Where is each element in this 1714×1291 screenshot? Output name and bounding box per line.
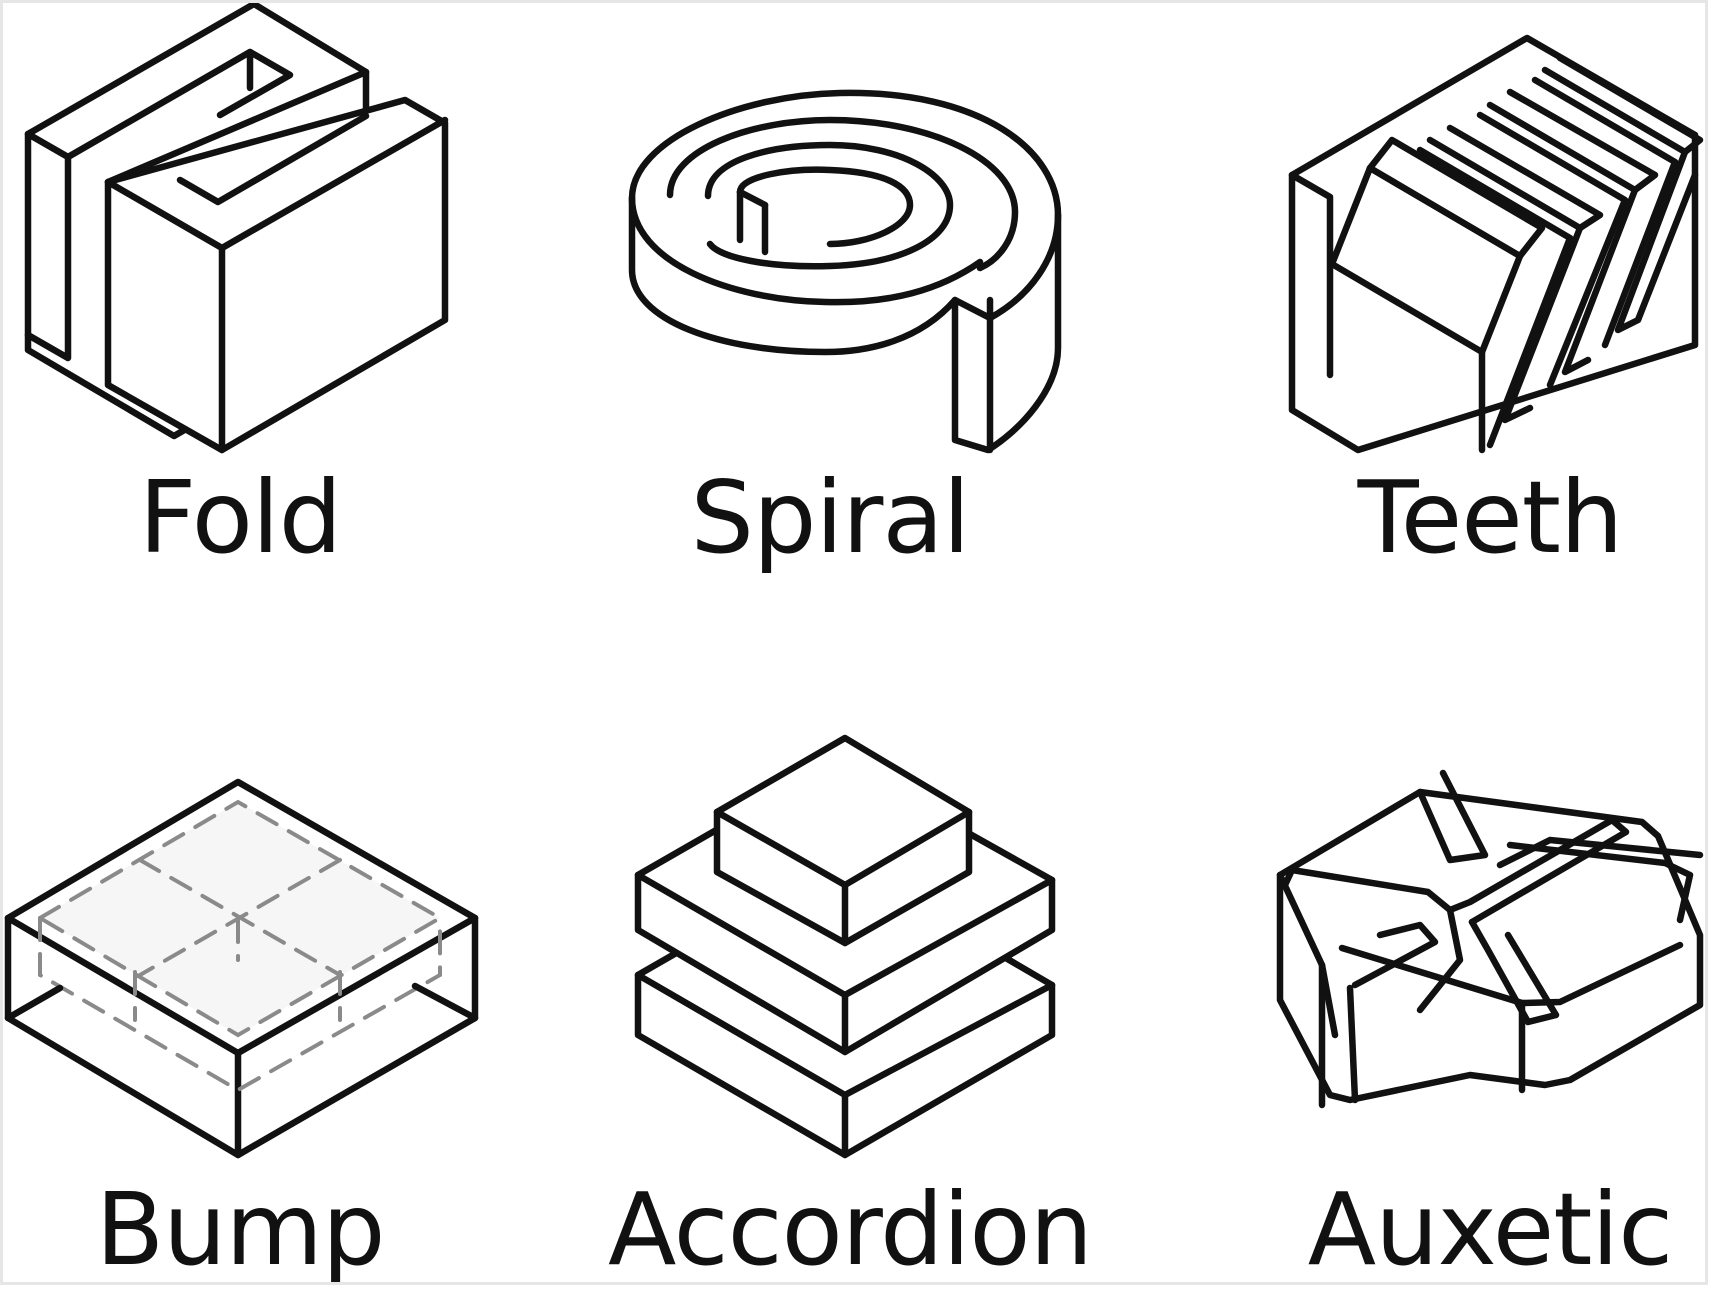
fold-label: Fold: [138, 459, 342, 576]
bump-icon: [4, 778, 479, 1159]
accordion-label: Accordion: [608, 1171, 1093, 1288]
accordion-icon: [634, 734, 1056, 1159]
auxetic-label: Auxetic: [1307, 1171, 1673, 1288]
auxetic-icon: [1276, 769, 1704, 1109]
teeth-icon: [1288, 34, 1704, 454]
teeth-label: Teeth: [1357, 459, 1624, 576]
spiral-icon: [628, 89, 1062, 454]
fold-icon: [24, 0, 449, 454]
bump-label: Bump: [95, 1171, 386, 1288]
spiral-label: Spiral: [690, 459, 971, 576]
